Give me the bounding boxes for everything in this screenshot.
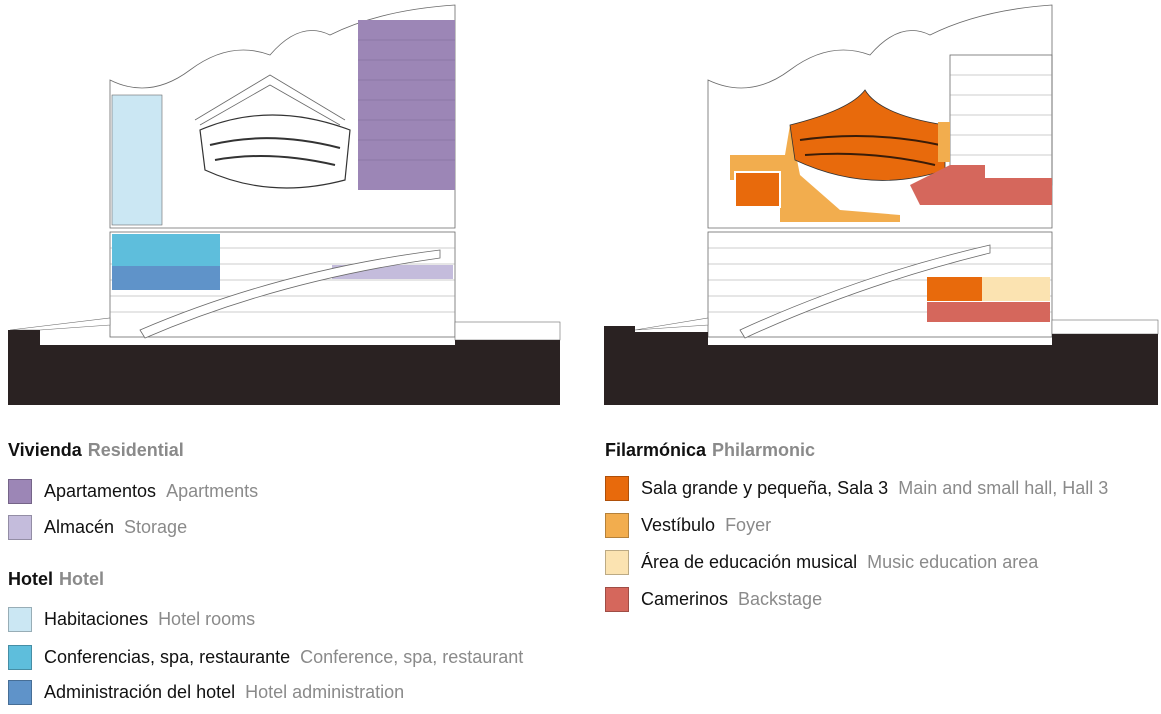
label-es: Administración del hotel [44,682,236,702]
legend-item-foyer: Vestíbulo Foyer [605,513,771,538]
music-education-zone [982,277,1050,301]
label-en: Storage [124,517,188,537]
conference-spa-zone [112,234,220,266]
legend-item-hotel-rooms: Habitaciones Hotel rooms [8,607,255,632]
concert-hall-outline [199,114,351,189]
swatch-conference [8,645,32,670]
label-en: Foyer [725,515,772,535]
swatch-storage [8,515,32,540]
legend-heading-hotel: Hotel Hotel [8,569,104,590]
label-es: Camerinos [641,589,729,609]
swatch-hotel-rooms [8,607,32,632]
label-es: Habitaciones [44,609,149,629]
hall-3-zone [927,277,982,301]
heading-es: Filarmónica [605,440,707,460]
ground [604,326,1158,405]
hotel-admin-zone [112,266,220,290]
swatch-foyer [605,513,629,538]
apartments-zone [358,20,455,190]
legend-item-apartments: Apartamentos Apartments [8,479,258,504]
legend-item-backstage: Camerinos Backstage [605,587,822,612]
label-en: Music education area [867,552,1039,572]
swatch-hotel-admin [8,680,32,705]
legend-item-hotel-admin: Administración del hotel Hotel administra… [8,680,404,705]
escalator [139,249,441,339]
foyer-zone-right [938,122,950,162]
swatch-music-education [605,550,629,575]
label-en: Main and small hall, Hall 3 [898,478,1109,498]
legend-item-music-education: Área de educación musical Music education… [605,550,1038,575]
label-es: Vestíbulo [641,515,716,535]
legend-item-conference: Conferencias, spa, restaurante Conference… [8,645,523,670]
label-en: Hotel rooms [158,609,256,629]
label-es: Sala grande y pequeña, Sala 3 [641,478,889,498]
backstage-zone [910,165,1052,205]
heading-es: Vivienda [8,440,82,460]
ground [8,330,560,405]
small-hall-zone [734,171,781,208]
escalator [739,244,991,339]
backstage-zone-lower [927,302,1050,322]
label-es: Almacén [44,517,115,537]
swatch-apartments [8,479,32,504]
label-es: Área de educación musical [641,552,858,572]
label-en: Conference, spa, restaurant [300,647,524,667]
heading-en: Hotel [59,569,104,589]
heading-en: Residential [87,440,184,460]
hotel-rooms-zone [111,94,163,226]
legend-item-storage: Almacén Storage [8,515,187,540]
legend-item-halls: Sala grande y pequeña, Sala 3 Main and sm… [605,476,1108,501]
label-en: Backstage [738,589,823,609]
label-es: Apartamentos [44,481,157,501]
label-es: Conferencias, spa, restaurante [44,647,291,667]
heading-es: Hotel [8,569,53,589]
section-drawing-residential-hotel [8,4,561,405]
section-drawing-philharmonic [604,4,1159,405]
label-en: Hotel administration [245,682,405,702]
heading-en: Philarmonic [712,440,816,460]
swatch-halls [605,476,629,501]
label-en: Apartments [166,481,259,501]
swatch-backstage [605,587,629,612]
